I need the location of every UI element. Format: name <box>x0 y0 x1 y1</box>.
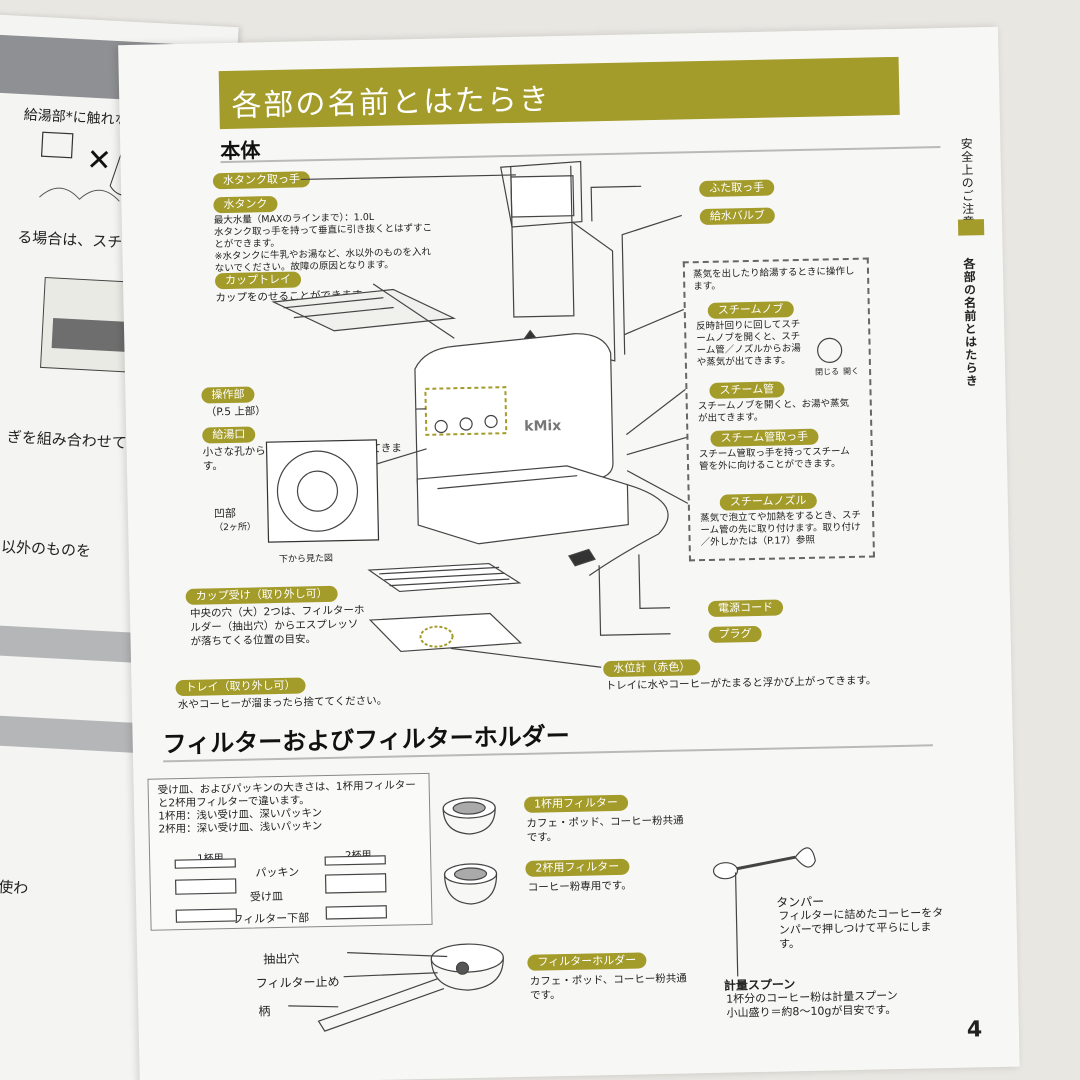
filter-illustrations <box>174 797 816 1032</box>
left-line-4: 以外のものを <box>0 537 92 561</box>
machine-illustration: kMix <box>265 160 843 668</box>
right-page: 各部の名前とはたらき 本体 安全上のご注意 各部の名前とはたらき 水タンク取っ手… <box>118 26 1020 1080</box>
svg-text:✕: ✕ <box>86 143 113 179</box>
brand-logo: kMix <box>524 418 561 435</box>
page-number: 4 <box>966 1017 983 1043</box>
left-line-5: で使わ <box>0 877 29 898</box>
